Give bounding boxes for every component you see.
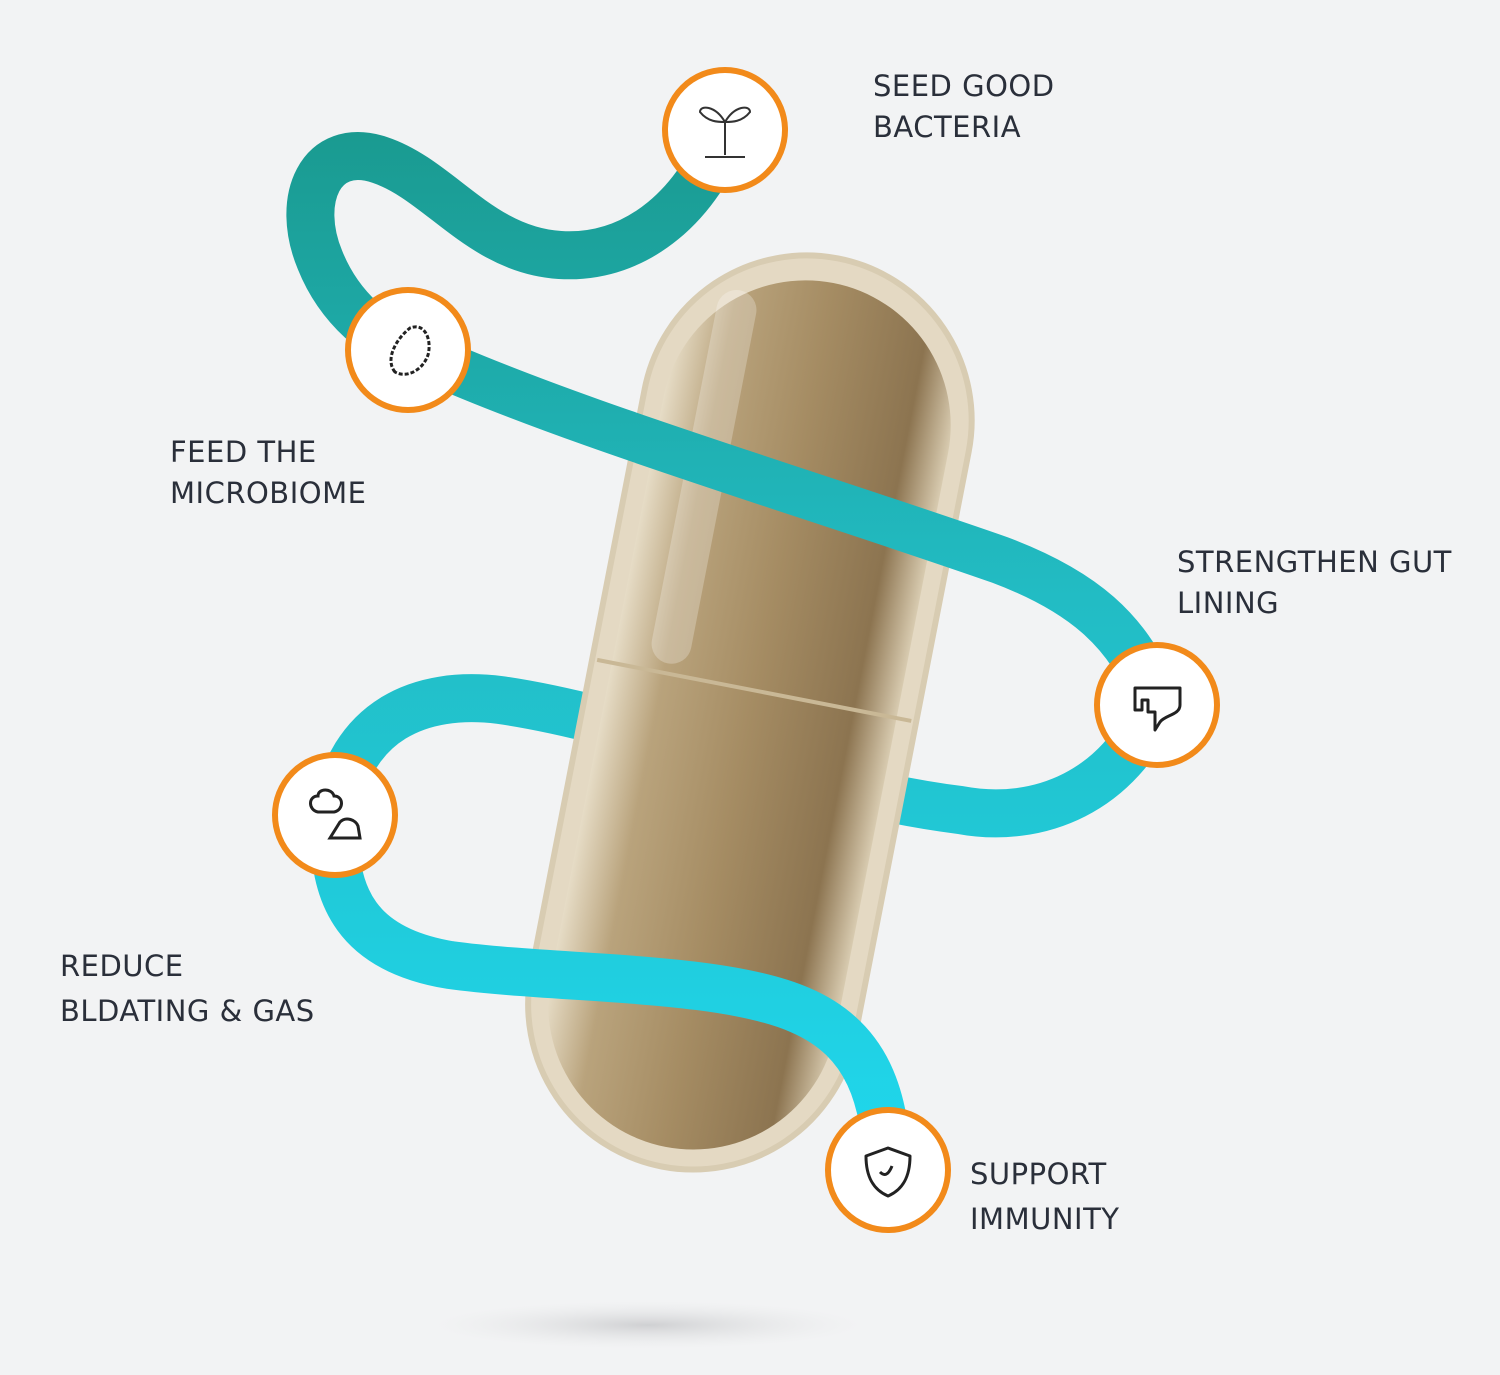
node-seed-good-bacteria bbox=[662, 67, 788, 193]
node-reduce-bloating bbox=[272, 752, 398, 878]
gas-cloud-icon bbox=[309, 788, 362, 840]
label-line: LINING bbox=[1177, 586, 1280, 620]
label-line: IMMUNITY bbox=[970, 1202, 1120, 1236]
label-strengthen-gut-lining: STRENGTHEN GUT LINING bbox=[1177, 542, 1452, 624]
label-reduce-bloating: REDUCE BLDATING & GAS bbox=[60, 944, 315, 1034]
capsule-shadow bbox=[433, 1301, 863, 1349]
label-seed-good-bacteria: SEED GOOD BACTERIA bbox=[873, 66, 1055, 148]
intestine-icon bbox=[1133, 686, 1182, 732]
label-support-immunity: SUPPORT IMMUNITY bbox=[970, 1152, 1120, 1242]
node-feed-microbiome bbox=[345, 287, 471, 413]
microbe-icon bbox=[389, 325, 431, 376]
label-line: STRENGTHEN GUT bbox=[1177, 545, 1452, 579]
label-line: BACTERIA bbox=[873, 110, 1022, 144]
sprout-icon bbox=[698, 106, 752, 158]
label-line: MICROBIOME bbox=[170, 476, 367, 510]
label-line: FEED THE bbox=[170, 435, 317, 469]
label-line: BLDATING & GAS bbox=[60, 994, 315, 1028]
ribbon-top-segment bbox=[286, 106, 1179, 724]
ribbon-bottom-segment bbox=[310, 791, 912, 1194]
node-support-immunity bbox=[825, 1107, 951, 1233]
shield-icon bbox=[864, 1146, 912, 1198]
label-feed-microbiome: FEED THE MICROBIOME bbox=[170, 432, 366, 514]
label-line: SEED GOOD bbox=[873, 69, 1055, 103]
label-line: SUPPORT bbox=[970, 1157, 1107, 1191]
node-strengthen-gut-lining bbox=[1094, 642, 1220, 768]
label-line: REDUCE bbox=[60, 949, 184, 983]
